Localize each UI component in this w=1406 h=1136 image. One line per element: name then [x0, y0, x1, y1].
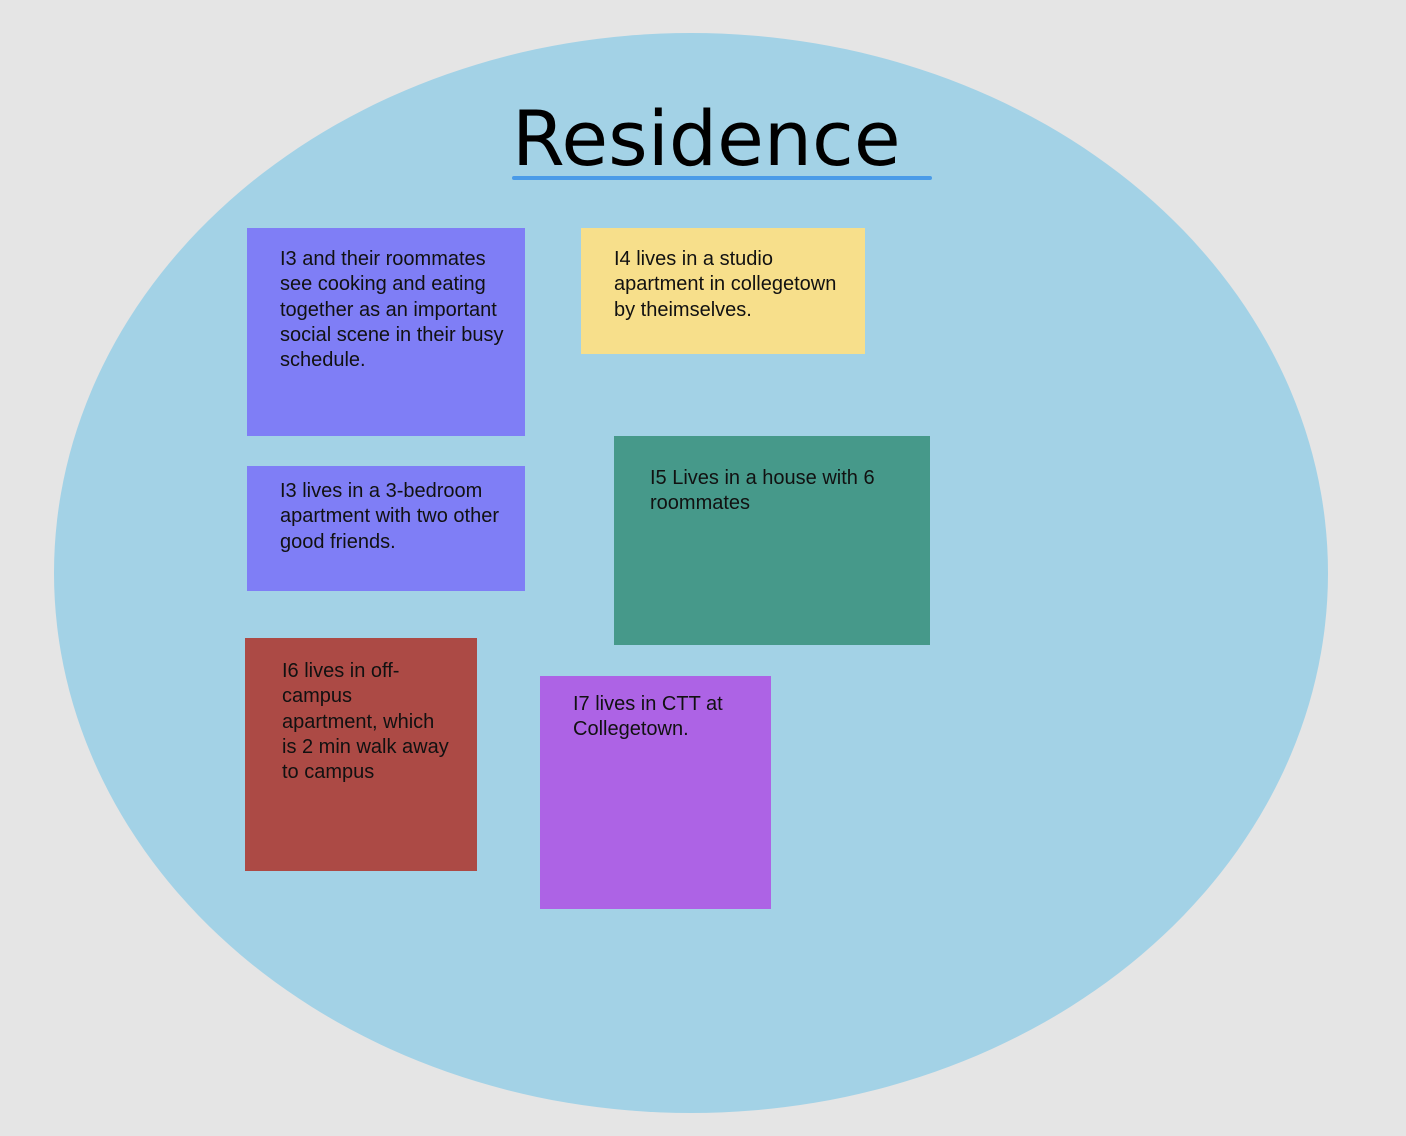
sticky-note-i3-apartment[interactable]: I3 lives in a 3-bedroom apartment with t… [247, 466, 525, 591]
sticky-note-i5-house[interactable]: I5 Lives in a house with 6 roommates [614, 436, 930, 645]
note-text: I3 lives in a 3-bedroom apartment with t… [280, 480, 499, 553]
sticky-note-i7-ctt[interactable]: I7 lives in CTT at Collegetown. [540, 676, 771, 909]
sticky-note-i4-studio[interactable]: I4 lives in a studio apartment in colleg… [581, 228, 865, 354]
title-underline [512, 176, 932, 180]
diagram-title: Residence [512, 94, 901, 183]
note-text: I6 lives in off-campus apartment, which … [282, 660, 449, 784]
sticky-note-i6-off-campus[interactable]: I6 lives in off-campus apartment, which … [245, 638, 477, 871]
note-text: I5 Lives in a house with 6 roommates [650, 467, 875, 515]
sticky-note-i3-cooking[interactable]: I3 and their roommates see cooking and e… [247, 228, 525, 436]
note-text: I3 and their roommates see cooking and e… [280, 248, 504, 372]
note-text: I7 lives in CTT at Collegetown. [573, 693, 723, 741]
note-text: I4 lives in a studio apartment in colleg… [614, 248, 837, 321]
